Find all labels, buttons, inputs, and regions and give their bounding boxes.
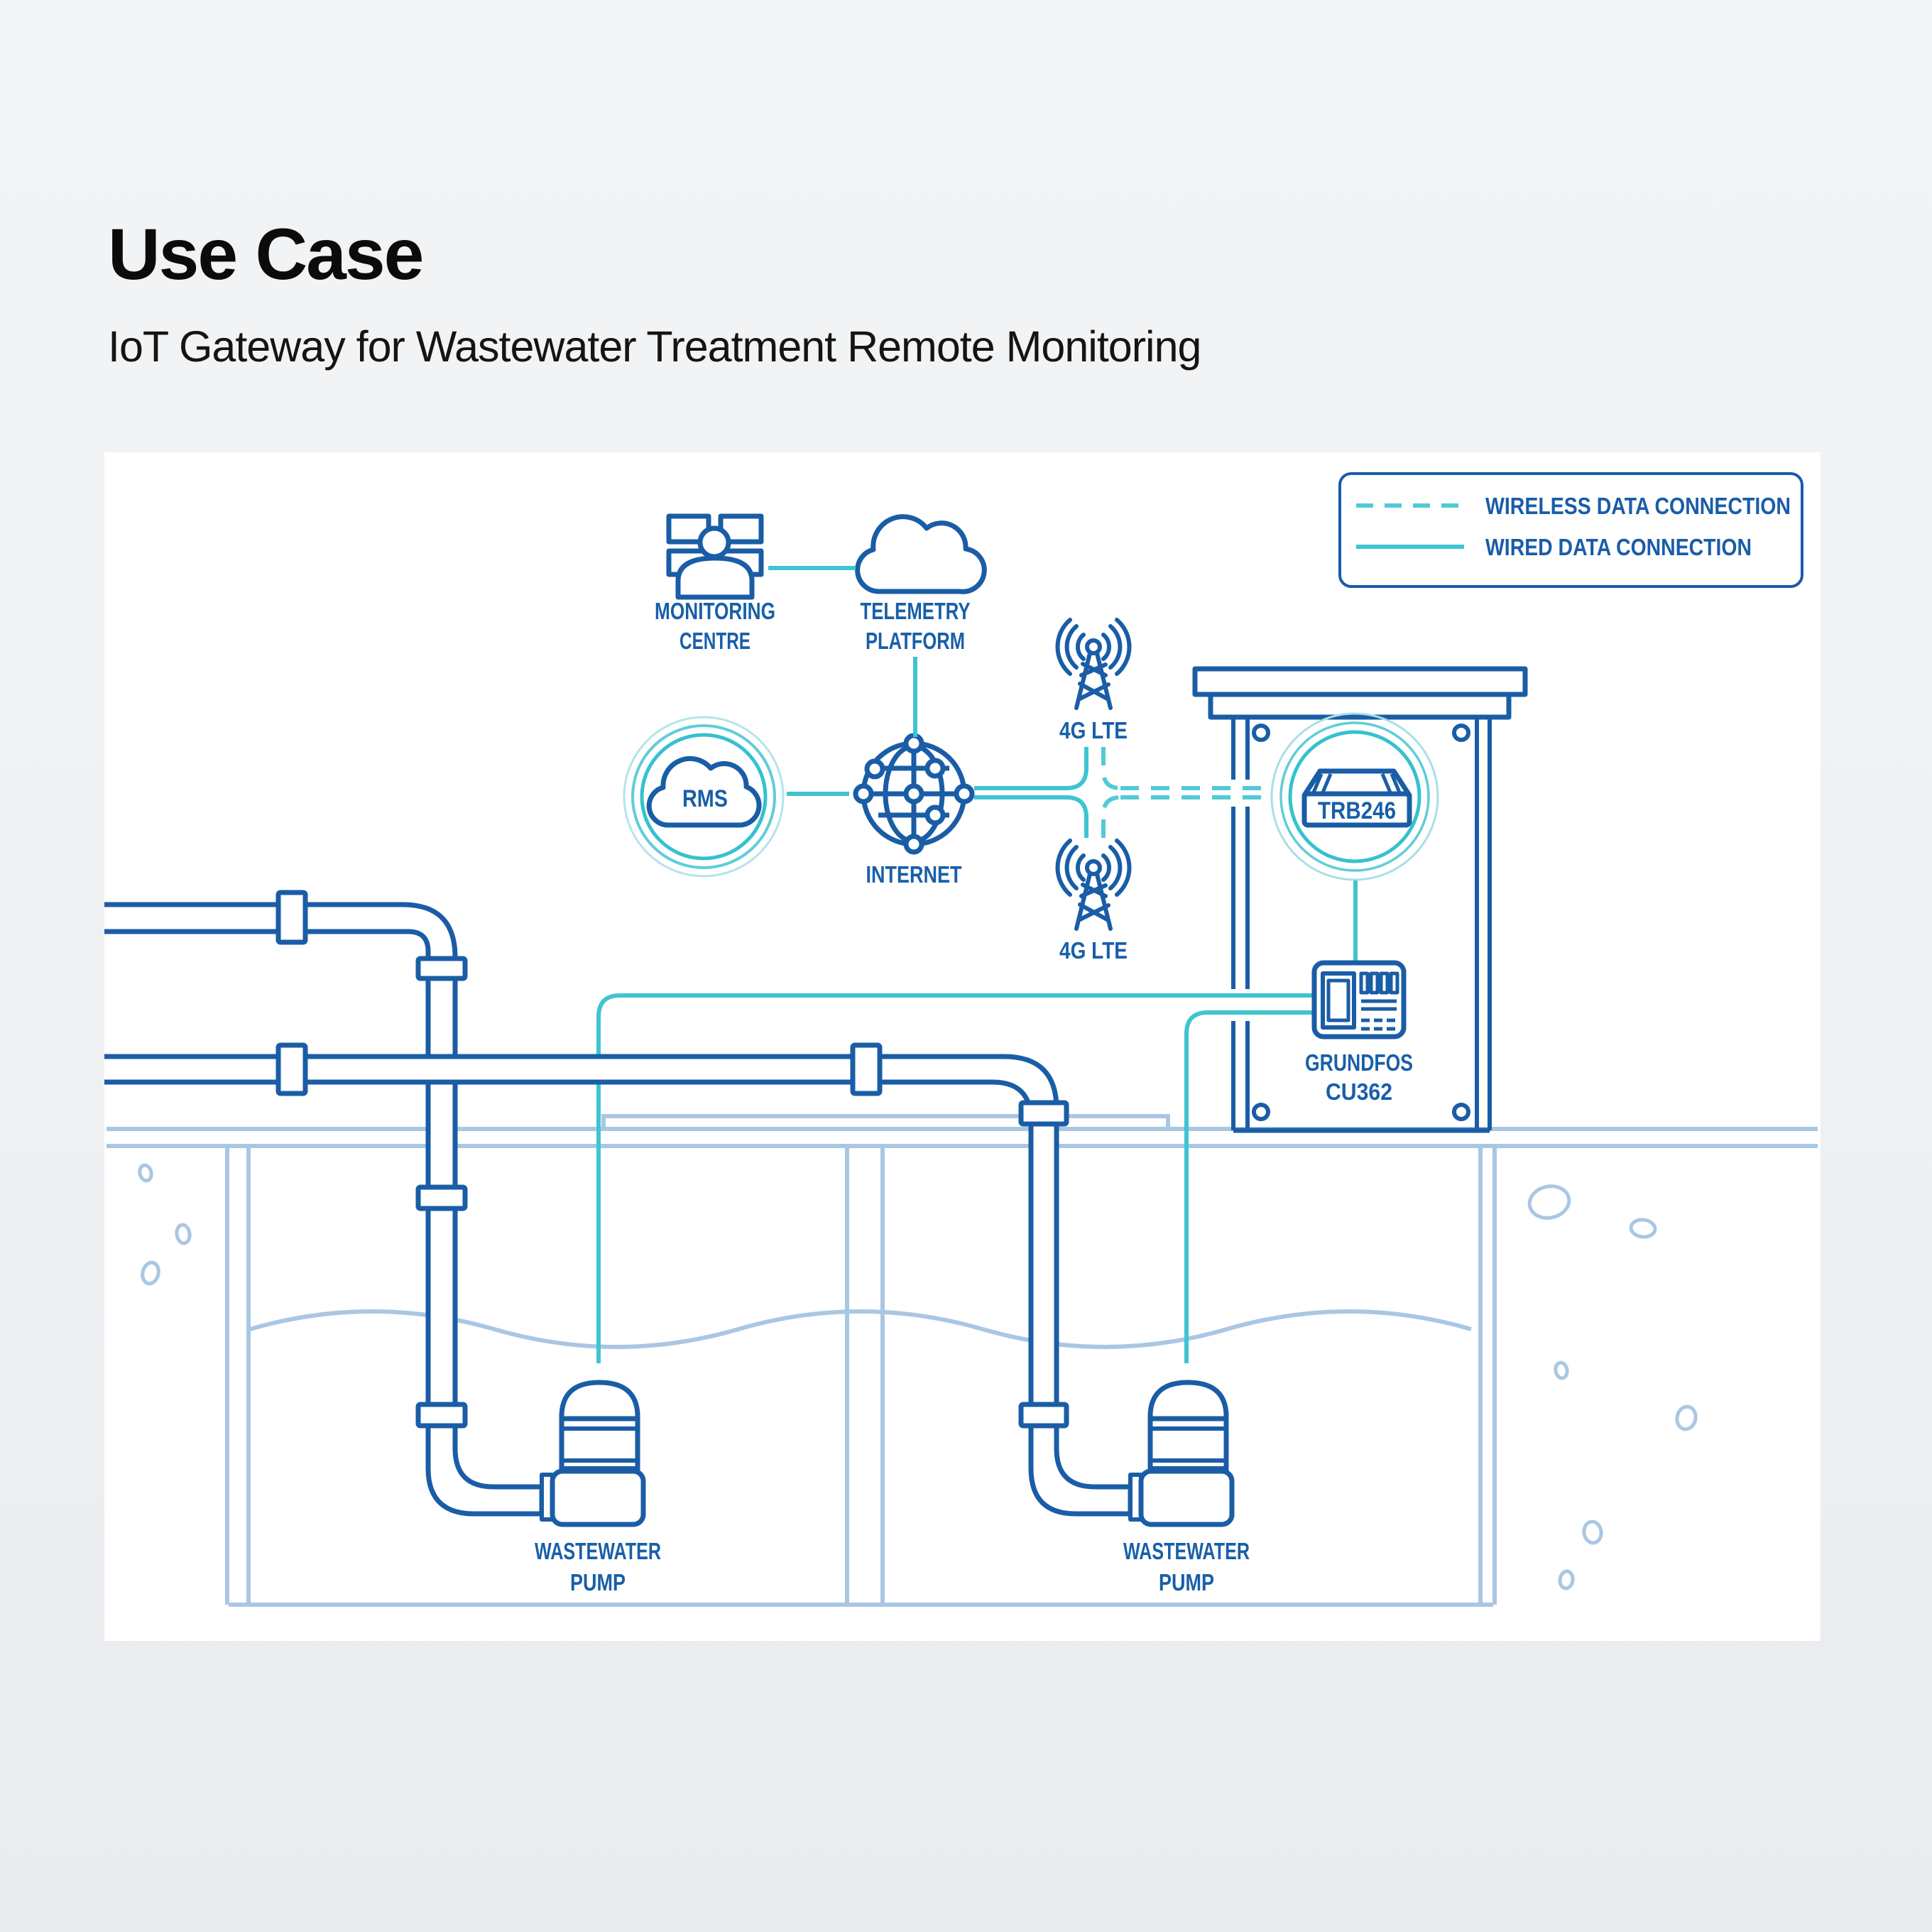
rms-label: RMS xyxy=(682,785,728,812)
lte-bottom-label: 4G LTE xyxy=(1059,937,1128,964)
lte-top-label: 4G LTE xyxy=(1059,717,1128,743)
screw-icon xyxy=(1252,724,1270,742)
monitoring-centre-label-line1: MONITORING xyxy=(655,598,775,624)
telemetry-label-line2: PLATFORM xyxy=(866,628,965,654)
pump-icon xyxy=(1128,1380,1235,1527)
wire-internet-to-lte-top xyxy=(974,747,1088,790)
pipe-coupling xyxy=(275,1042,308,1096)
monitoring-centre-icon xyxy=(666,513,764,600)
pump-right-label-line1: WASTEWATER xyxy=(1123,1538,1250,1564)
wastewater-pump-left: WASTEWATER PUMP xyxy=(535,1380,661,1595)
wire-cu362-to-pump-right xyxy=(1184,1010,1314,1363)
telemetry-label-line1: TELEMETRY xyxy=(861,598,971,624)
cell-tower-icon xyxy=(1055,839,1132,931)
legend: WIRELESS DATA CONNECTION WIRED DATA CONN… xyxy=(1338,472,1803,588)
legend-box xyxy=(1338,472,1803,588)
water-wave xyxy=(249,1309,1472,1349)
gateway-ring-middle xyxy=(1279,721,1430,872)
rms-ring-outer xyxy=(623,716,785,878)
wired-connections xyxy=(596,993,1314,1363)
wireless-lte-bottom-up xyxy=(1101,795,1121,838)
rms-cloud-icon xyxy=(646,756,762,828)
wastewater-pump-right: WASTEWATER PUMP xyxy=(1123,1380,1250,1595)
globe-nodes xyxy=(853,733,975,855)
rms-ring-middle xyxy=(631,724,776,869)
page-subtitle: IoT Gateway for Wastewater Treatment Rem… xyxy=(108,322,1201,371)
control-cabinet: TRB246 GRUNDFOS xyxy=(1192,666,1528,1133)
screw-icon xyxy=(1452,724,1470,742)
wire-cu362-to-pump-left xyxy=(596,993,1314,1363)
controller-label-line1: GRUNDFOS xyxy=(1305,1049,1413,1076)
cabinet-posts xyxy=(1231,717,1492,1130)
globe-icon xyxy=(853,733,975,855)
lte-bottom-node: 4G LTE xyxy=(1055,839,1132,964)
diagram-panel xyxy=(104,452,1821,1641)
pump-right-label-line2: PUMP xyxy=(1159,1569,1214,1595)
router-box-icon xyxy=(1301,768,1412,828)
legend-wired-label: WIRED DATA CONNECTION xyxy=(1485,534,1752,560)
cabinet-screws xyxy=(1252,724,1470,1121)
control-unit-icon xyxy=(1311,960,1407,1039)
underground-scene xyxy=(107,1114,1818,1607)
pump-left-label-line2: PUMP xyxy=(570,1569,626,1595)
pipe-coupling xyxy=(415,1184,468,1211)
page-title: Use Case xyxy=(108,214,424,295)
pipe-coupling xyxy=(850,1042,883,1096)
legend-wireless-label: WIRELESS DATA CONNECTION xyxy=(1485,493,1791,519)
soil-bubbles-left xyxy=(138,1163,192,1286)
gateway-ring-outer xyxy=(1270,712,1439,881)
wireless-lte-top-down xyxy=(1101,747,1121,790)
top-wired-links xyxy=(768,566,1088,838)
telemetry-platform-node: TELEMETRY PLATFORM xyxy=(855,514,987,654)
cabinet-cap-top xyxy=(1192,666,1528,697)
gateway-ring-inner xyxy=(1288,730,1421,863)
monitoring-centre-label-line2: CENTRE xyxy=(680,628,751,654)
page-header: Use Case IoT Gateway for Wastewater Trea… xyxy=(108,213,1201,371)
gateway-label: TRB246 xyxy=(1318,797,1396,824)
screw-icon xyxy=(1452,1103,1470,1121)
controller-node: GRUNDFOS CU362 xyxy=(1305,960,1413,1105)
ground-cover-slab xyxy=(601,1114,1170,1129)
wireless-links xyxy=(1101,747,1272,838)
cell-tower-icon xyxy=(1055,618,1132,710)
rms-node: RMS xyxy=(623,716,785,878)
pump-left-label-line1: WASTEWATER xyxy=(535,1538,661,1564)
pipe-coupling xyxy=(415,1402,468,1429)
pipe-coupling xyxy=(1018,1100,1069,1127)
cloud-icon xyxy=(855,514,987,594)
internet-node: INTERNET xyxy=(853,733,975,888)
internet-label: INTERNET xyxy=(866,861,962,888)
pipework xyxy=(104,890,1133,1517)
pump-icon xyxy=(540,1380,646,1527)
pipe-coupling xyxy=(1018,1402,1069,1429)
wire-internet-to-lte-bottom xyxy=(974,795,1088,838)
controller-label-line2: CU362 xyxy=(1326,1079,1392,1105)
pipe-couplings xyxy=(275,890,1069,1429)
screw-icon xyxy=(1252,1103,1270,1121)
monitoring-centre-node: MONITORING CENTRE xyxy=(655,513,775,654)
lte-top-node: 4G LTE xyxy=(1055,618,1132,743)
pipe-coupling xyxy=(275,890,308,945)
pipe-coupling xyxy=(415,956,468,981)
gateway-node: TRB246 xyxy=(1270,712,1439,881)
soil-pebbles-right xyxy=(1527,1184,1698,1590)
rms-ring-inner xyxy=(640,733,768,861)
tank-walls xyxy=(225,1146,1497,1607)
